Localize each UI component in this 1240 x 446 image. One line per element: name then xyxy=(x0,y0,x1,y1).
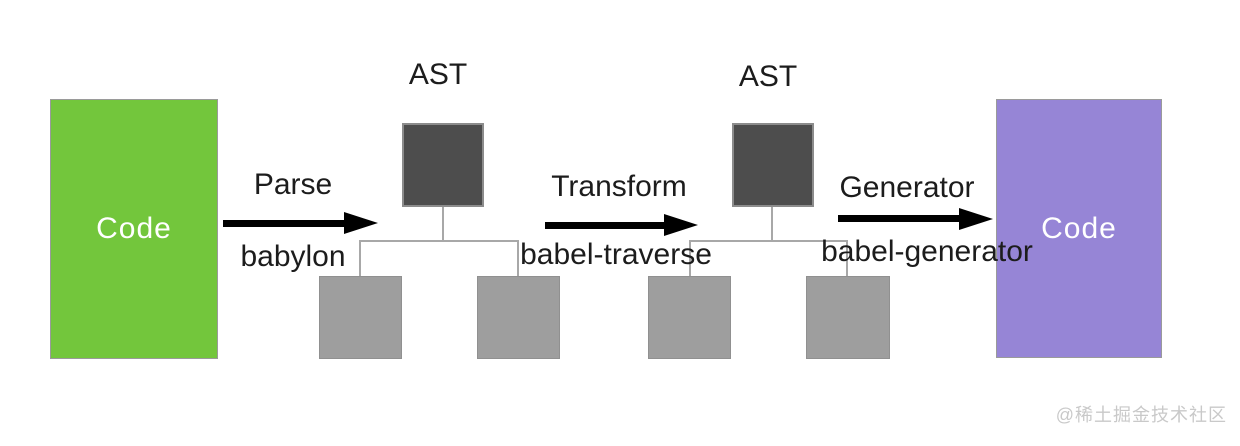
arrowhead-icon xyxy=(664,214,698,236)
tree1-branch-line xyxy=(359,240,519,242)
arrowhead-icon xyxy=(959,208,993,230)
transform-tool-label: babel-traverse xyxy=(520,238,712,271)
output-code-label: Code xyxy=(1041,211,1117,245)
source-code-box: Code xyxy=(50,99,218,359)
generator-arrow xyxy=(838,208,995,231)
tree2-right-drop-line xyxy=(846,240,848,278)
ast-root-node-1 xyxy=(402,123,484,207)
tree1-stem-line xyxy=(442,207,444,242)
arrow-shaft xyxy=(838,215,961,222)
parse-step-label: Parse xyxy=(253,168,333,201)
arrow-shaft xyxy=(545,222,666,229)
tree2-branch-line xyxy=(689,240,848,242)
tree2-stem-line xyxy=(771,207,773,242)
source-code-label: Code xyxy=(96,212,172,245)
parse-arrow xyxy=(223,212,380,235)
generator-step-label: Generator xyxy=(839,171,975,204)
transform-arrow xyxy=(545,214,702,237)
tree2-child-left xyxy=(648,276,731,359)
watermark: @稀土掘金技术社区 xyxy=(1055,405,1227,425)
transform-step-label: Transform xyxy=(551,170,687,203)
tree1-left-drop-line xyxy=(359,240,361,278)
arrowhead-icon xyxy=(344,212,378,234)
generator-tool-label: babel-generator xyxy=(821,235,1033,268)
tree1-child-left xyxy=(319,276,402,359)
arrow-shaft xyxy=(223,220,346,227)
output-code-box: Code xyxy=(996,99,1162,358)
ast-title-2: AST xyxy=(738,60,798,93)
ast-root-node-2 xyxy=(732,123,814,207)
tree1-right-drop-line xyxy=(517,240,519,278)
parse-tool-label: babylon xyxy=(240,240,346,273)
ast-title-1: AST xyxy=(408,58,468,91)
tree2-child-right xyxy=(806,276,890,359)
tree2-left-drop-line xyxy=(689,240,691,278)
tree1-child-right xyxy=(477,276,560,359)
